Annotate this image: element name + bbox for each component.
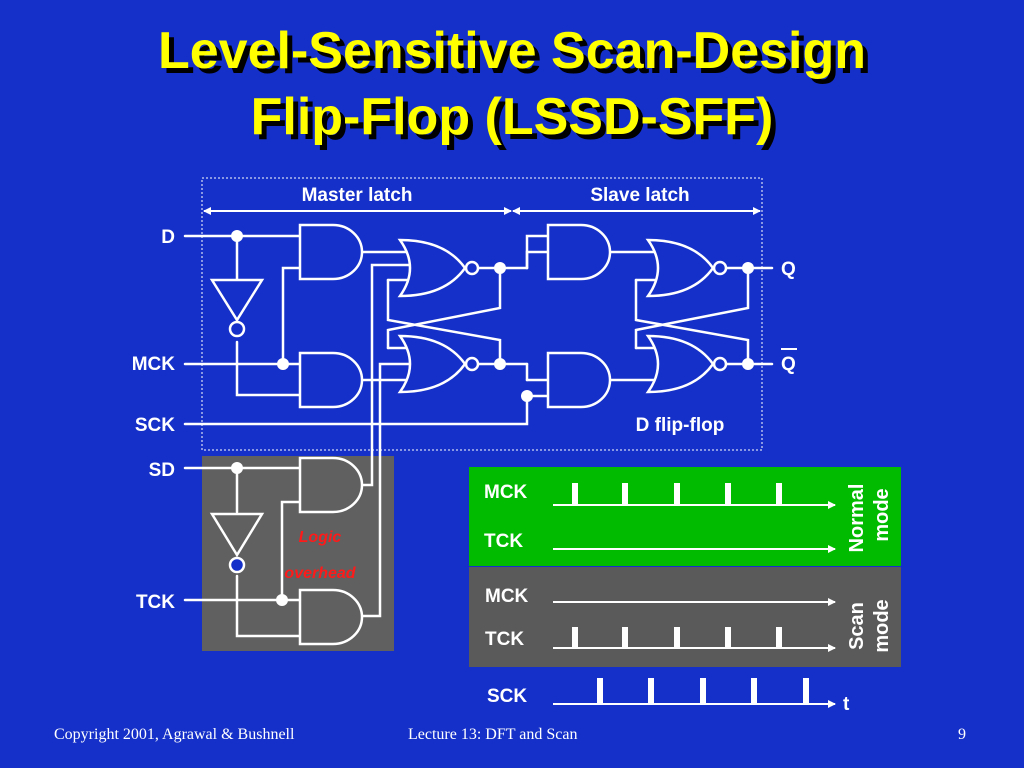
- master-latch-label: Master latch: [302, 185, 413, 206]
- page-number: 9: [958, 726, 966, 743]
- input-tck-label: TCK: [136, 592, 175, 613]
- master-and-gate-top: [298, 223, 364, 281]
- master-nor-gate-bottom: [397, 334, 467, 394]
- junction-dots: [231, 230, 754, 606]
- slave-and-gate-bottom: [546, 351, 612, 409]
- scan-mode-panel: [469, 567, 901, 667]
- normal-mode-label-line-2: mode: [871, 488, 893, 541]
- input-mck-label: MCK: [132, 354, 176, 375]
- d-flip-flop-label: D flip-flop: [636, 415, 725, 436]
- normal-mck-label: MCK: [484, 482, 528, 503]
- inverters: [209, 278, 265, 574]
- footer-lecture: Lecture 13: DFT and Scan: [408, 726, 578, 743]
- output-qbar-label: Q: [781, 354, 796, 375]
- and-gates: [298, 223, 612, 646]
- overhead-and-gate-top: [298, 456, 364, 514]
- normal-tck-label: TCK: [484, 531, 523, 552]
- input-d-label: D: [161, 227, 175, 248]
- normal-mode-label-line-1: Normal: [846, 484, 868, 553]
- d-inverter: [209, 278, 265, 323]
- scan-mode-label-line-2: mode: [871, 599, 893, 652]
- sck-timing-label: SCK: [487, 686, 527, 707]
- scan-mck-label: MCK: [485, 586, 529, 607]
- normal-mode-panel: [469, 467, 901, 566]
- dff-boundary: [201, 177, 763, 451]
- scan-tck-label: TCK: [485, 629, 524, 650]
- scan-mode-label-line-1: Scan: [846, 602, 868, 650]
- slide-title-line-2: Flip-Flop (LSSD-SFF): [250, 88, 774, 146]
- overhead-and-gate-bottom: [298, 588, 364, 646]
- slave-and-gate-top: [546, 223, 612, 281]
- slave-latch-label: Slave latch: [590, 185, 689, 206]
- slave-nor-gate-bottom: [645, 334, 715, 394]
- input-sd-label: SD: [149, 460, 175, 481]
- clock-pulses: [572, 483, 809, 704]
- logic-overhead-line-1: Logic: [299, 529, 342, 546]
- input-sck-label: SCK: [135, 415, 175, 436]
- slide-title-line-1: Level-Sensitive Scan-Design: [157, 22, 867, 80]
- output-q-label: Q: [781, 259, 796, 280]
- slave-nor-gate-top: [645, 238, 715, 298]
- sd-inverter: [209, 512, 265, 558]
- master-nor-gate-top: [397, 238, 467, 298]
- logic-overhead-line-2: overhead: [284, 565, 356, 582]
- master-and-gate-bottom: [298, 351, 364, 409]
- nor-gates: [397, 238, 728, 394]
- footer-copyright: Copyright 2001, Agrawal & Bushnell: [54, 726, 295, 743]
- time-axis-label: t: [843, 694, 850, 715]
